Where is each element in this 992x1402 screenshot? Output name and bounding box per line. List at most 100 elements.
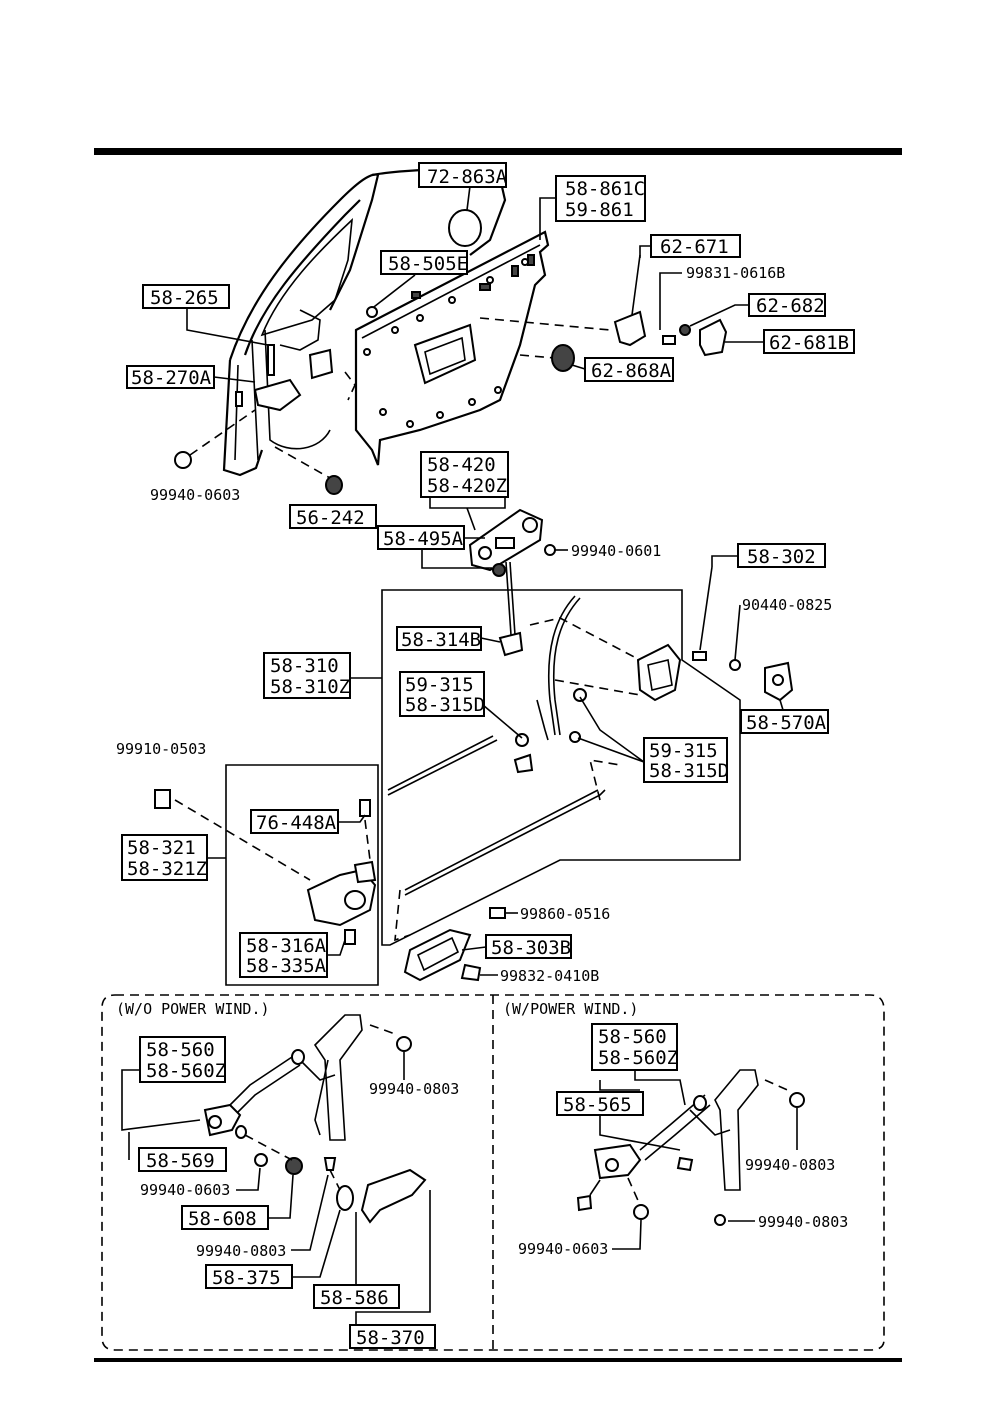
part-label-58-586: 58-586	[313, 1284, 400, 1309]
label-99831-0616b: 99831-0616B	[686, 264, 785, 282]
label-line: 58-505E	[388, 253, 468, 275]
part-label-58-420: 58-420 58-420Z	[420, 451, 509, 498]
handle-cover	[403, 907, 506, 982]
label-99940-0803-d: 99940-0803	[758, 1213, 848, 1231]
door-lock-assembly	[381, 589, 741, 946]
part-label-58-375: 58-375	[205, 1264, 293, 1289]
label-line: 58-420Z	[427, 475, 507, 497]
section-label-without-power-window: (W/O POWER WIND.)	[116, 1000, 270, 1018]
label-line: 58-265	[150, 287, 219, 309]
label-99832-0410b: 99832-0410B	[500, 967, 599, 985]
label-99940-0603-a: 99940-0603	[150, 486, 240, 504]
door-frame-drawing	[222, 168, 507, 477]
part-label-58-265: 58-265	[142, 284, 230, 309]
part-label-58-303b: 58-303B	[485, 934, 572, 959]
part-label-62-868a: 62-868A	[584, 357, 674, 382]
label-line: 72-863A	[427, 166, 508, 188]
label-99940-0803-c: 99940-0803	[745, 1156, 835, 1174]
label-line: 59-861	[565, 199, 634, 221]
label-line: 58-314B	[401, 629, 481, 651]
label-line: 58-310Z	[270, 676, 350, 698]
label-line: 58-560Z	[146, 1060, 226, 1082]
part-label-62-682: 62-682	[748, 293, 826, 317]
label-99940-0601: 99940-0601	[571, 542, 661, 560]
label-line: 58-565	[563, 1094, 632, 1116]
part-label-59-315-a: 59-315 58-315D	[399, 671, 485, 717]
part-label-58-310: 58-310 58-310Z	[263, 652, 351, 699]
label-line: 58-560	[598, 1026, 667, 1048]
label-line: 58-321Z	[127, 858, 207, 880]
label-line: 62-671	[660, 236, 729, 258]
label-99860-0516: 99860-0516	[520, 905, 610, 923]
label-line: 56-242	[296, 507, 365, 529]
label-line: 58-315D	[405, 694, 485, 716]
label-line: 58-335A	[246, 955, 327, 977]
handle-bezel-parts	[551, 254, 728, 372]
label-line: 58-495A	[383, 528, 464, 550]
part-label-58-560-b: 58-560 58-560Z	[591, 1023, 678, 1071]
part-label-58-270a: 58-270A	[126, 365, 215, 389]
label-line: 58-315D	[649, 760, 729, 782]
label-line: 58-861C	[565, 178, 645, 200]
label-line: 76-448A	[256, 812, 337, 834]
label-line: 58-316A	[246, 935, 327, 957]
part-label-72-863a: 72-863A	[418, 162, 508, 188]
part-label-58-321: 58-321 58-321Z	[121, 834, 208, 881]
label-99940-0603-b: 99940-0603	[140, 1181, 230, 1199]
window-regulator-frame	[101, 994, 885, 1351]
part-label-56-242: 56-242	[289, 504, 377, 529]
label-line: 62-868A	[591, 360, 672, 382]
part-label-58-314b: 58-314B	[396, 626, 482, 651]
part-label-58-569: 58-569	[138, 1147, 227, 1172]
part-label-58-565: 58-565	[556, 1091, 644, 1116]
bottom-rule	[94, 1358, 902, 1362]
top-rule	[94, 148, 902, 155]
label-99940-0803-b: 99940-0803	[196, 1242, 286, 1260]
part-label-62-681b: 62-681B	[763, 329, 855, 354]
label-line: 58-586	[320, 1287, 389, 1309]
label-line: 59-315	[649, 740, 718, 762]
inner-handle-assembly	[154, 764, 379, 986]
label-line: 58-560Z	[598, 1047, 678, 1069]
power-regulator	[576, 1069, 805, 1226]
label-line: 58-570A	[746, 712, 827, 734]
part-label-76-448a: 76-448A	[250, 809, 339, 834]
part-label-58-861c: 58-861C 59-861	[555, 175, 646, 222]
part-label-58-560-a: 58-560 58-560Z	[139, 1036, 226, 1083]
label-line: 58-310	[270, 655, 339, 677]
part-label-58-370: 58-370	[349, 1324, 436, 1349]
part-label-59-315-b: 59-315 58-315D	[643, 737, 729, 783]
label-line: 58-608	[188, 1208, 257, 1230]
part-label-62-671: 62-671	[650, 234, 741, 258]
label-line: 58-560	[146, 1039, 215, 1061]
label-99940-0803-a: 99940-0803	[369, 1080, 459, 1098]
label-line: 62-682	[756, 295, 825, 317]
label-line: 58-302	[747, 546, 816, 568]
outer-handle	[468, 508, 556, 636]
label-line: 62-681B	[769, 332, 849, 354]
part-label-58-302: 58-302	[737, 543, 826, 568]
door-trim-panel	[354, 230, 611, 466]
part-label-58-505e: 58-505E	[380, 250, 468, 275]
label-line: 59-315	[405, 674, 474, 696]
label-line: 58-420	[427, 454, 496, 476]
part-label-58-570a: 58-570A	[740, 709, 829, 734]
label-line: 58-270A	[131, 367, 212, 389]
striker-parts	[692, 566, 794, 702]
inner-handle-bracket	[174, 344, 356, 495]
section-label-with-power-window: (W/POWER WIND.)	[503, 1000, 638, 1018]
label-line: 58-569	[146, 1150, 215, 1172]
label-line: 58-370	[356, 1327, 425, 1349]
label-line: 58-303B	[491, 937, 571, 959]
part-label-58-495a: 58-495A	[377, 525, 465, 550]
part-label-58-608: 58-608	[181, 1205, 269, 1230]
leader-lines	[121, 197, 798, 1325]
manual-regulator	[203, 1014, 427, 1224]
label-99910-0503: 99910-0503	[116, 740, 206, 758]
label-99940-0603-c: 99940-0603	[518, 1240, 608, 1258]
label-line: 58-321	[127, 837, 196, 859]
label-line: 58-375	[212, 1267, 281, 1289]
label-90440-0825: 90440-0825	[742, 596, 832, 614]
part-label-58-316a: 58-316A 58-335A	[239, 932, 328, 978]
